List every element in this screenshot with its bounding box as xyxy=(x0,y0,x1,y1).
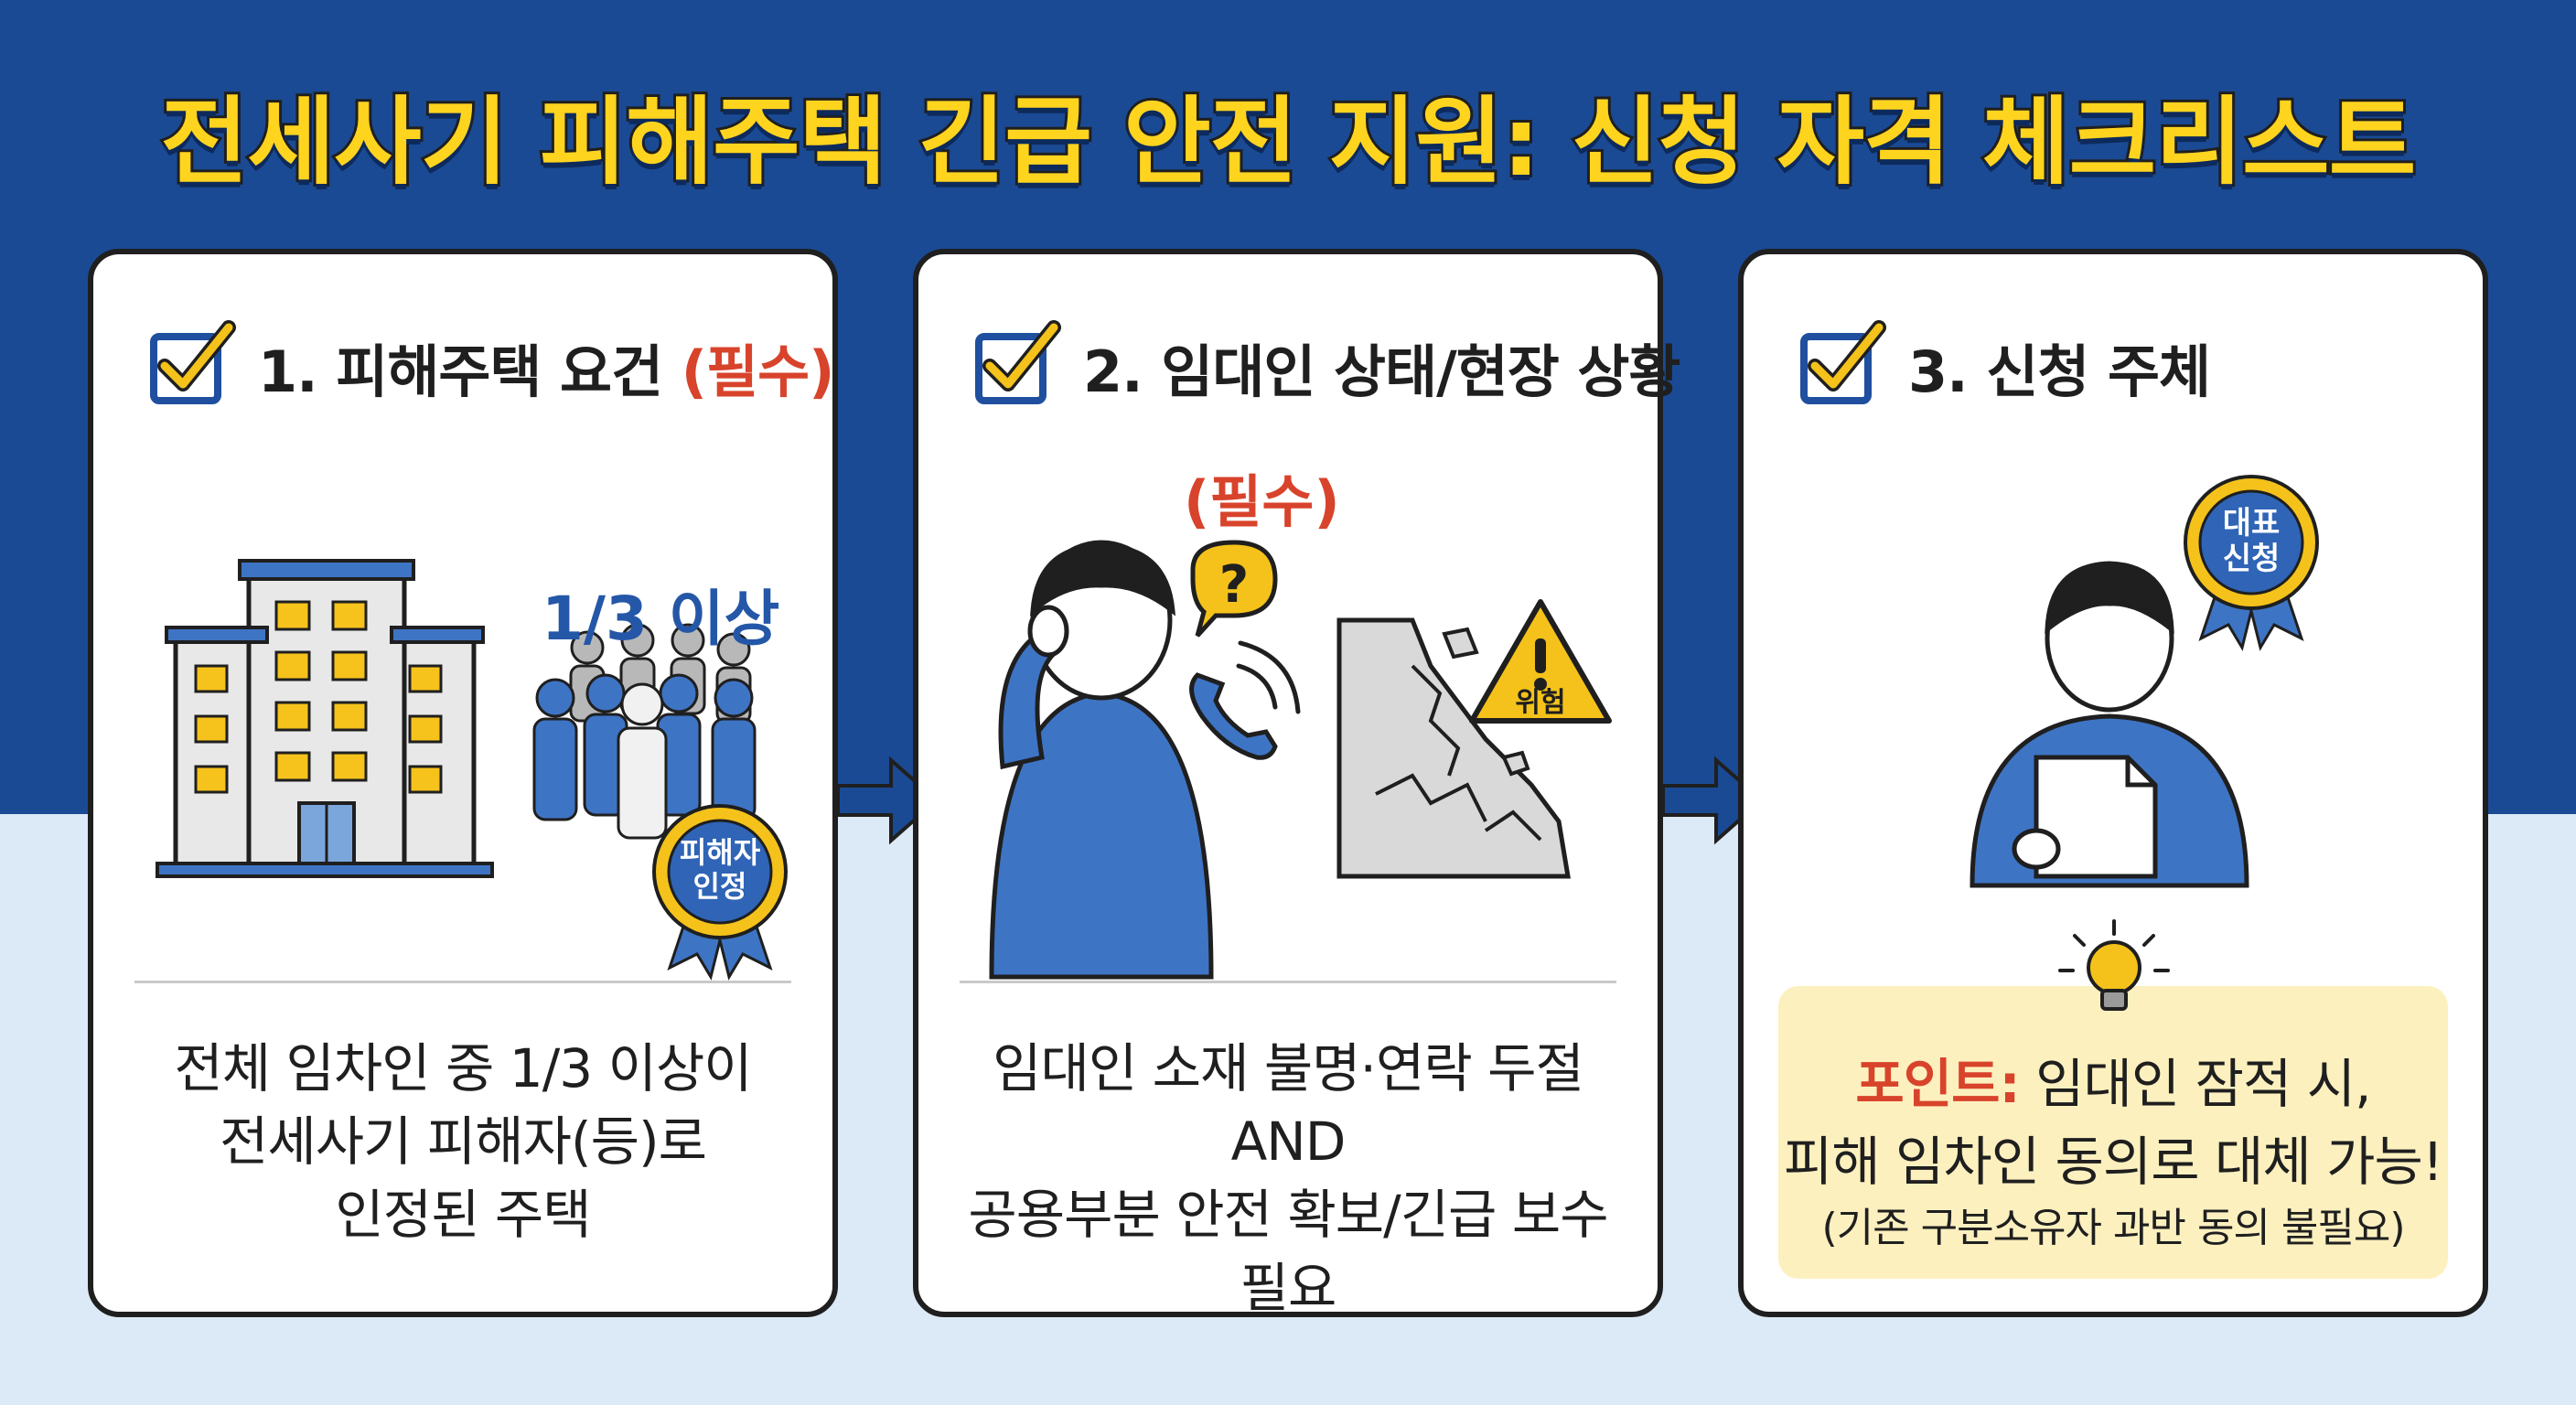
divider xyxy=(960,981,1616,983)
badge-line-2: 인정 xyxy=(693,869,747,904)
ratio-label: 1/3 이상 xyxy=(542,584,780,654)
card-damaged-house-requirement: 1. 피해주택 요건 (필수) xyxy=(88,249,838,1317)
card-description: 임대인 소재 불명·연락 두절 AND 공용부분 안전 확보/긴급 보수 필요 xyxy=(937,1032,1639,1325)
card-title-text: 1. 피해주택 요건 xyxy=(258,338,663,405)
person-with-document-icon xyxy=(1970,561,2249,888)
description-line: 전체 임차인 중 1/3 이상이 xyxy=(174,1037,752,1099)
badge-line-1: 피해자 xyxy=(680,835,761,870)
point-note: (기존 구분소유자 과반 동의 불필요) xyxy=(1821,1205,2406,1251)
badge-line-2: 신청 xyxy=(2223,541,2281,577)
svg-text:?: ? xyxy=(1219,555,1249,615)
required-tag: (필수) xyxy=(1184,468,1340,535)
description-line: 공용부분 안전 확보/긴급 보수 필요 xyxy=(968,1184,1608,1319)
point-text: 임대인 잠적 시, xyxy=(2035,1053,2371,1115)
checkbox-icon xyxy=(975,320,1061,404)
point-headline: 포인트: 임대인 잠적 시, xyxy=(1778,1041,2448,1118)
building-and-crowd-illustration: 피해자 인정 xyxy=(156,559,788,981)
description-line: 인정된 주택 xyxy=(335,1184,591,1246)
damaged-wall-icon xyxy=(1336,617,1571,879)
victim-certified-badge-icon: 피해자 인정 xyxy=(652,804,788,981)
description-line: 전세사기 피해자(등)로 xyxy=(220,1110,707,1173)
svg-text:위험: 위험 xyxy=(1515,687,1565,719)
question-bubble-icon: ? xyxy=(1190,540,1278,638)
divider xyxy=(134,981,791,983)
badge-line-1: 대표 xyxy=(2223,505,2281,542)
point-detail: 피해 임차인 동의로 대체 가능! xyxy=(1783,1131,2443,1193)
representative-applicant-illustration: 대표 신청 xyxy=(1970,475,2319,888)
card-title: 2. 임대인 상태/현장 상황 xyxy=(1083,338,1680,405)
confused-person-icon xyxy=(989,540,1214,980)
tenants-crowd-icon xyxy=(532,623,757,840)
checkbox-icon xyxy=(1800,320,1886,404)
description-line: AND xyxy=(1230,1110,1347,1173)
apartment-building-icon xyxy=(156,559,494,878)
unreachable-landlord-illustration: ? 위험 xyxy=(989,540,1612,980)
card-landlord-status: 2. 임대인 상태/현장 상황 (필수) ? xyxy=(913,249,1680,1319)
page-title: 전세사기 피해주택 긴급 안전 지원: 신청 자격 체크리스트 xyxy=(158,83,2420,200)
description-line: 임대인 소재 불명·연락 두절 xyxy=(993,1037,1584,1099)
card-description: 전체 임차인 중 1/3 이상이 전세사기 피해자(등)로 인정된 주택 xyxy=(112,1032,814,1251)
warning-triangle-icon: 위험 xyxy=(1469,599,1612,724)
required-tag: (필수) xyxy=(681,338,835,405)
card-title: 1. 피해주택 요건 (필수) xyxy=(258,326,835,408)
representative-badge-icon: 대표 신청 xyxy=(2184,475,2319,651)
checkbox-icon xyxy=(150,320,236,404)
card-applicant: 3. 신청 주체 대표 신청 포인트: 임대인 잠적 시, 피해 임차인 동의로… xyxy=(1738,249,2488,1317)
point-callout: 포인트: 임대인 잠적 시, 피해 임차인 동의로 대체 가능! (기존 구분소… xyxy=(1778,986,2448,1279)
phone-call-icon xyxy=(1189,640,1301,760)
lightbulb-icon xyxy=(2058,919,2170,1011)
point-label: 포인트: xyxy=(1855,1053,2020,1115)
card-title: 3. 신청 주체 xyxy=(1908,338,2211,405)
